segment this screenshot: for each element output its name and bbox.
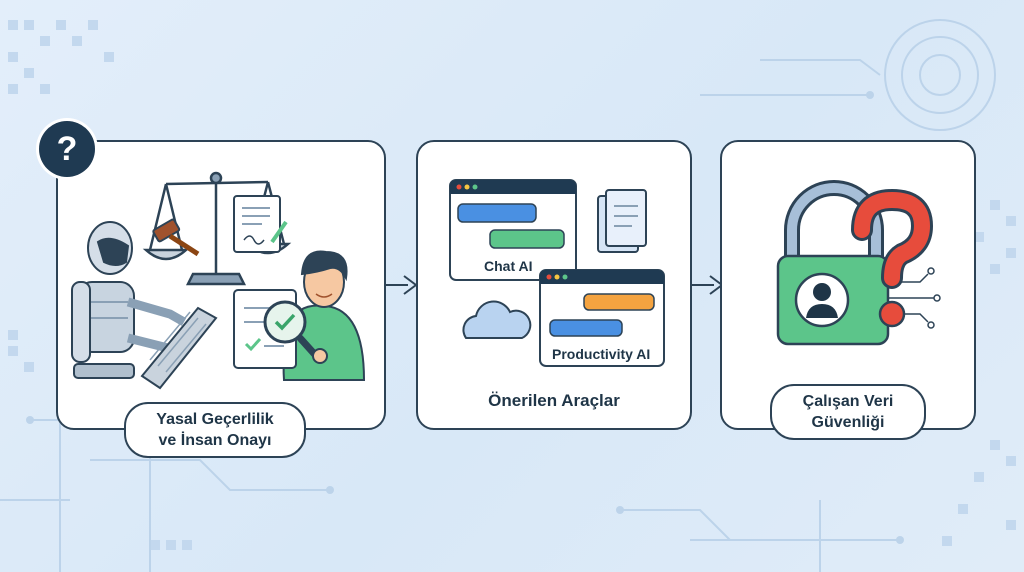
keyboard-icon [140,306,218,390]
chat-ai-label: Chat AI [484,258,533,274]
user-silhouette-icon [794,272,850,328]
chat-window-icon [449,179,577,281]
document-icon [233,195,288,253]
step-label-employee-data-security: Çalışan Veri Güvenliği [770,384,926,440]
step-label-line1: Yasal Geçerlilik [156,411,274,428]
connector-arrow-1 [384,275,418,295]
step-label-line1: Çalışan Veri [802,393,894,410]
documents-icon [597,189,647,253]
productivity-ai-label: Productivity AI [552,346,651,362]
question-mark-icon [851,188,934,328]
step-label-line2: Güvenliği [811,414,885,431]
step-card-recommended-tools: Chat AI Productivity AI [416,140,692,430]
step-label-legal-validity: Yasal Geçerlilik ve İnsan Onayı [124,402,306,458]
step-card-employee-data-security [720,140,976,430]
magnifier-check-icon [263,300,328,364]
cloud-icon [462,300,532,339]
step-card-legal-validity [56,140,386,430]
gavel-icon [152,218,200,257]
question-badge-icon: ? [39,121,95,177]
step-label-recommended-tools: Önerilen Araçlar [488,391,620,410]
step-label-line2: ve İnsan Onayı [158,432,272,449]
productivity-window-icon [539,269,665,367]
